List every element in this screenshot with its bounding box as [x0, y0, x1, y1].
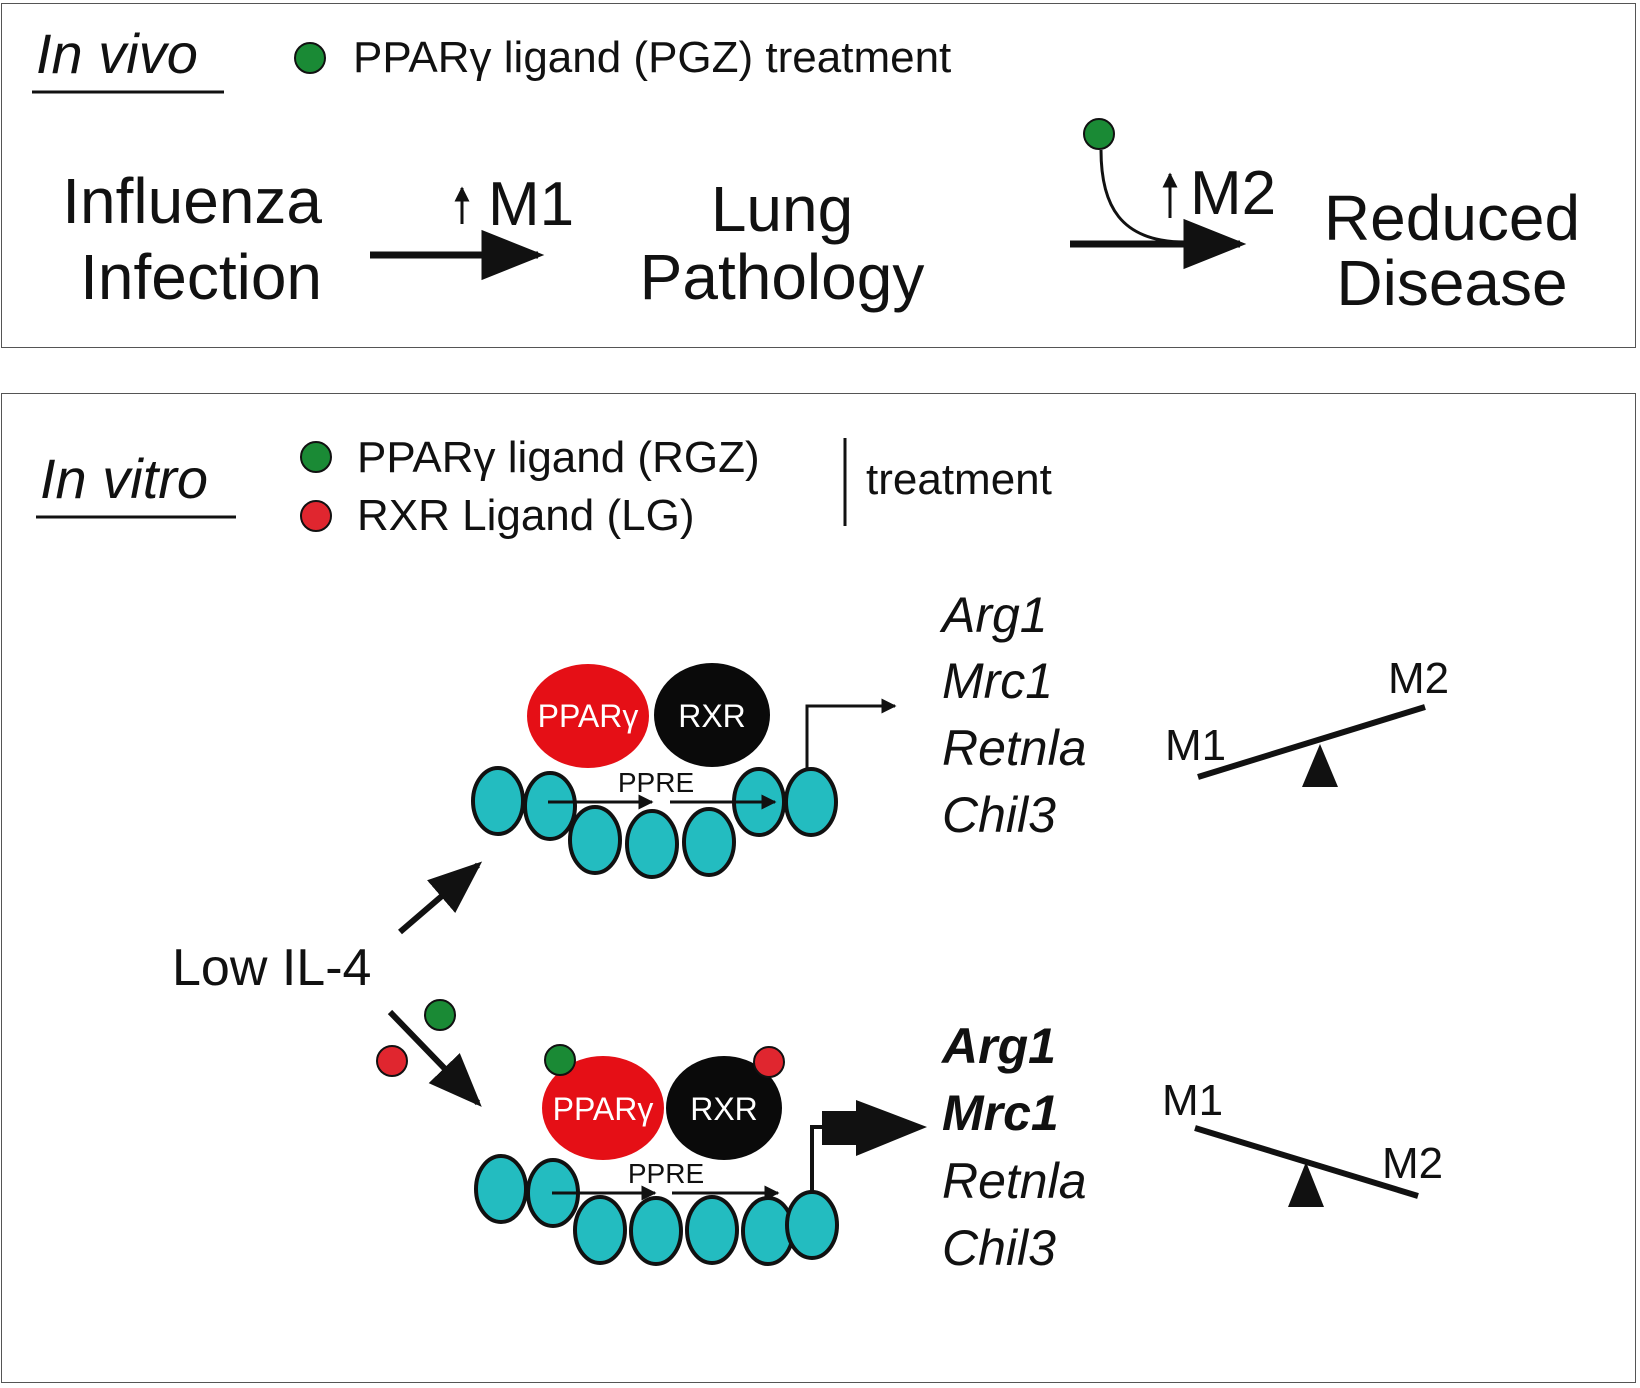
in-vitro-legend-green: PPARγ ligand (RGZ): [357, 433, 760, 482]
in-vitro-legend-suffix: treatment: [866, 455, 1052, 504]
nucleosome: [568, 805, 622, 875]
nucleosome: [471, 766, 525, 836]
nucleosome: [784, 767, 838, 837]
flow-step2-label: M2: [1190, 159, 1276, 228]
ppar-receptor: [527, 664, 649, 768]
upper-balance-right: M2: [1388, 654, 1449, 703]
flow-middle-line2: Pathology: [640, 241, 925, 313]
balance-beam: [1194, 1125, 1419, 1199]
green-ligand-icon: [1083, 118, 1115, 150]
upper-gene-1: Arg1: [939, 587, 1048, 643]
lower-balance-scale: [1194, 1125, 1419, 1207]
balance-beam: [1197, 704, 1426, 780]
upper-gene-3: Retnla: [942, 720, 1087, 776]
lower-gene-1: Arg1: [940, 1018, 1056, 1074]
in-vivo-legend-green: PPARγ ligand (PGZ) treatment: [353, 33, 951, 82]
stimulus-label: Low IL-4: [172, 939, 371, 997]
red-ligand-legend-icon: [300, 500, 332, 532]
flow-step1-label: M1: [488, 170, 574, 239]
ppre-label: PPRE: [618, 767, 694, 798]
upper-balance-scale: [1197, 704, 1426, 787]
lower-gene-2: Mrc1: [942, 1085, 1059, 1141]
nucleosome: [625, 809, 679, 879]
rxr-label: RXR: [690, 1091, 758, 1127]
lower-branch-arrow: [387, 1009, 482, 1107]
nucleosome: [682, 807, 736, 877]
rxr-receptor: [666, 1056, 782, 1160]
balance-fulcrum: [1288, 1162, 1324, 1207]
nucleosome: [523, 771, 577, 841]
bound-red-ligand-icon: [753, 1046, 785, 1078]
rxr-receptor: [654, 663, 770, 767]
upper-balance-left: M1: [1165, 721, 1226, 770]
upper-nucleosome-array: [471, 766, 838, 879]
balance-fulcrum: [1302, 744, 1338, 787]
ppar-label: PPARγ: [538, 698, 639, 734]
red-ligand-icon: [376, 1045, 408, 1077]
flow-start-line1: Influenza: [62, 165, 322, 237]
green-ligand-legend-icon: [294, 42, 326, 74]
upper-branch-arrow: [398, 861, 483, 935]
lower-nucleosome-array: [474, 1154, 839, 1266]
ppar-label: PPARγ: [553, 1091, 654, 1127]
ppre-label: PPRE: [628, 1158, 704, 1189]
transcription-arrow: [805, 698, 897, 770]
upper-gene-2: Mrc1: [942, 653, 1053, 709]
bound-green-ligand-icon: [544, 1044, 576, 1076]
nucleosome: [685, 1195, 739, 1265]
flow-end-line2: Disease: [1336, 247, 1567, 319]
lower-gene-3: Retnla: [942, 1153, 1087, 1209]
nucleosome: [629, 1196, 683, 1266]
lower-balance-left: M1: [1162, 1076, 1223, 1125]
green-ligand-icon: [424, 999, 456, 1031]
upper-gene-4: Chil3: [942, 787, 1056, 843]
green-ligand-legend-icon: [300, 441, 332, 473]
strong-transcription-arrow: [822, 1100, 927, 1156]
lower-gene-4: Chil3: [942, 1220, 1056, 1276]
rxr-label: RXR: [678, 698, 746, 734]
in-vitro-title: In vitro: [40, 447, 208, 510]
in-vivo-title: In vivo: [36, 22, 198, 85]
nucleosome: [474, 1154, 528, 1224]
ppar-receptor: [542, 1056, 664, 1160]
flow-start-line2: Infection: [80, 241, 322, 313]
lower-balance-right: M2: [1382, 1139, 1443, 1188]
in-vitro-legend-red: RXR Ligand (LG): [357, 491, 694, 540]
ligand-curve: [1099, 149, 1186, 244]
flow-middle-line1: Lung: [711, 173, 853, 245]
nucleosome: [573, 1195, 627, 1265]
nucleosome: [785, 1190, 839, 1260]
flow-end-line1: Reduced: [1324, 182, 1580, 254]
in-vivo-panel: [1, 3, 1636, 348]
